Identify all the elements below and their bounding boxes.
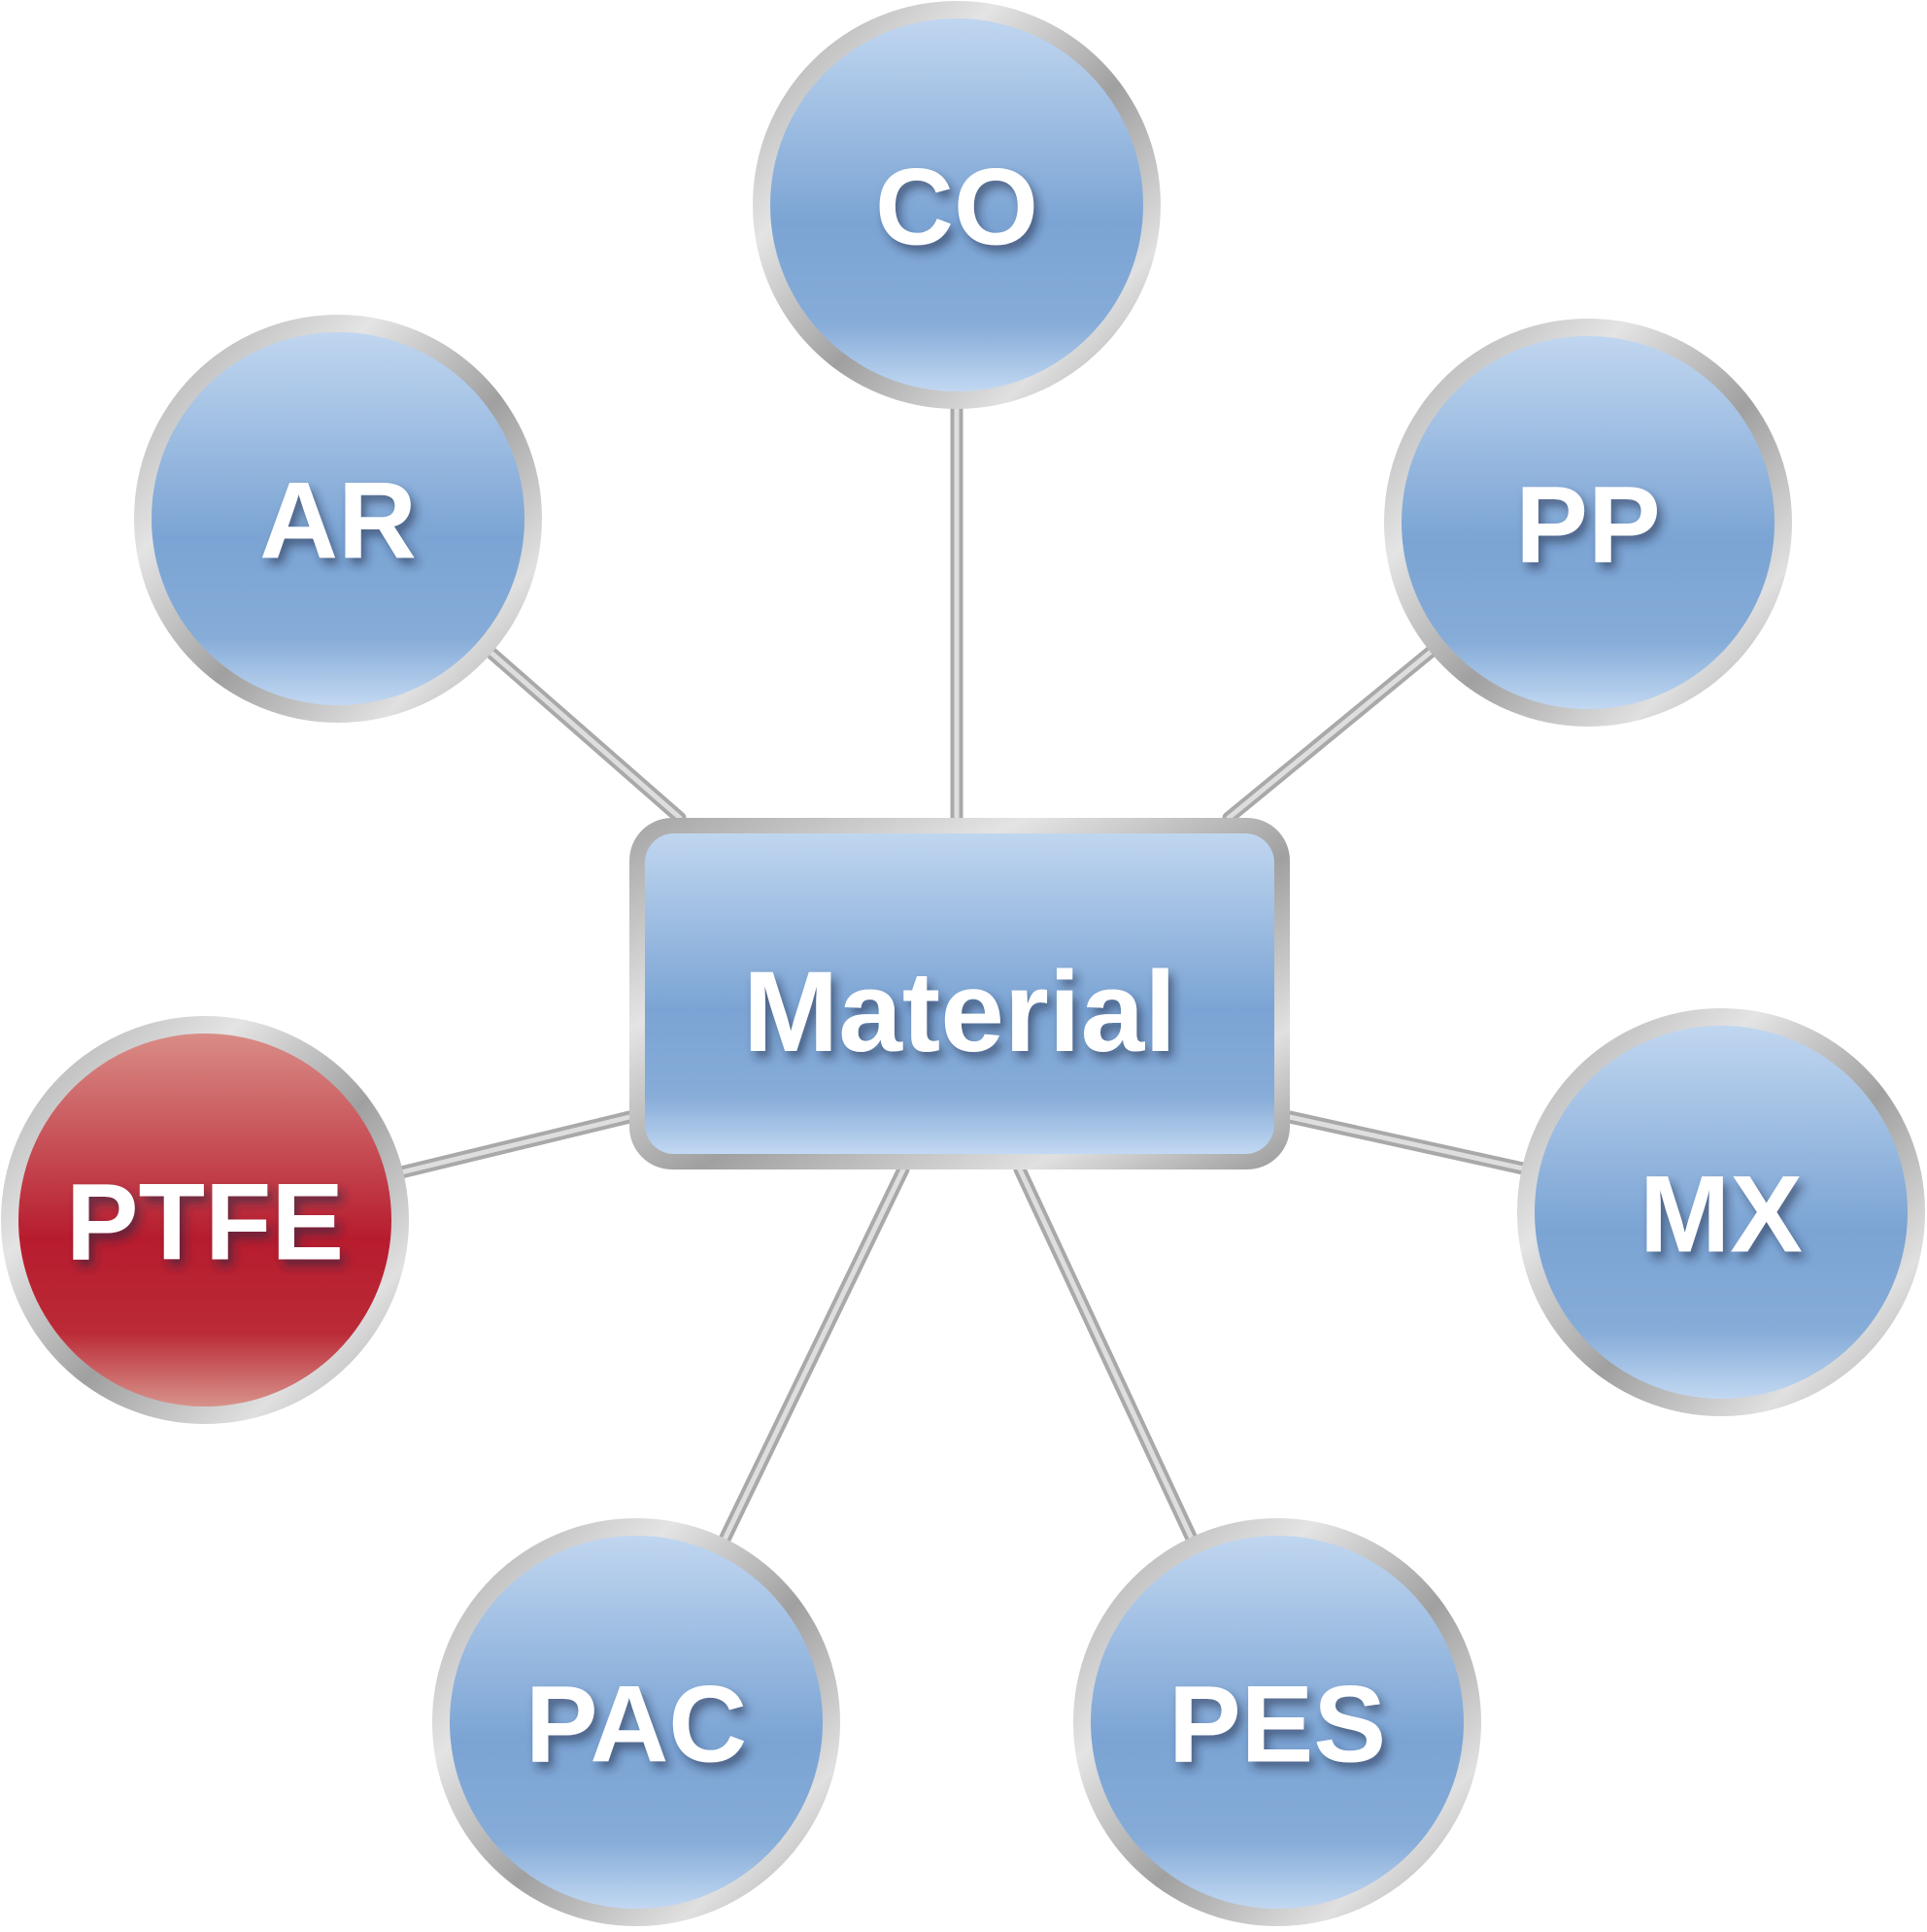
node-fill-ptfe bbox=[18, 1034, 391, 1407]
node-co: CO bbox=[753, 1, 1161, 409]
node-label-pp: PP bbox=[1515, 463, 1660, 585]
connector-highlight-pac bbox=[721, 1167, 906, 1545]
connector-highlight-ar bbox=[486, 648, 683, 821]
node-fill-co bbox=[770, 18, 1143, 391]
connector-lines bbox=[392, 398, 1533, 1549]
node-label-co: CO bbox=[875, 146, 1038, 267]
node-fill-pac bbox=[450, 1536, 823, 1909]
connector-highlight-pes bbox=[1017, 1167, 1196, 1543]
center-node-label: Material bbox=[743, 948, 1176, 1076]
center-node: Material bbox=[629, 818, 1290, 1169]
node-label-ar: AR bbox=[259, 459, 417, 581]
node-fill-pp bbox=[1402, 336, 1775, 709]
connector-highlight-mx bbox=[1287, 1114, 1529, 1172]
node-pes: PES bbox=[1073, 1518, 1481, 1926]
node-label-ptfe: PTFE bbox=[66, 1161, 344, 1282]
node-ar: AR bbox=[134, 315, 542, 723]
node-label-pac: PAC bbox=[525, 1663, 747, 1784]
node-label-mx: MX bbox=[1640, 1153, 1803, 1274]
node-label-pes: PES bbox=[1168, 1663, 1386, 1784]
center-node-fill bbox=[645, 833, 1274, 1154]
node-pac: PAC bbox=[432, 1518, 840, 1926]
node-fill-mx bbox=[1535, 1026, 1908, 1399]
node-fill-pes bbox=[1091, 1536, 1464, 1909]
node-pp: PP bbox=[1384, 319, 1792, 727]
connector-highlight-ptfe bbox=[396, 1114, 632, 1175]
node-ptfe: PTFE bbox=[1, 1016, 409, 1424]
node-mx: MX bbox=[1517, 1008, 1925, 1416]
connector-highlight-pp bbox=[1226, 647, 1437, 821]
node-fill-ar bbox=[152, 332, 524, 705]
center-node-box: Material bbox=[629, 818, 1290, 1169]
